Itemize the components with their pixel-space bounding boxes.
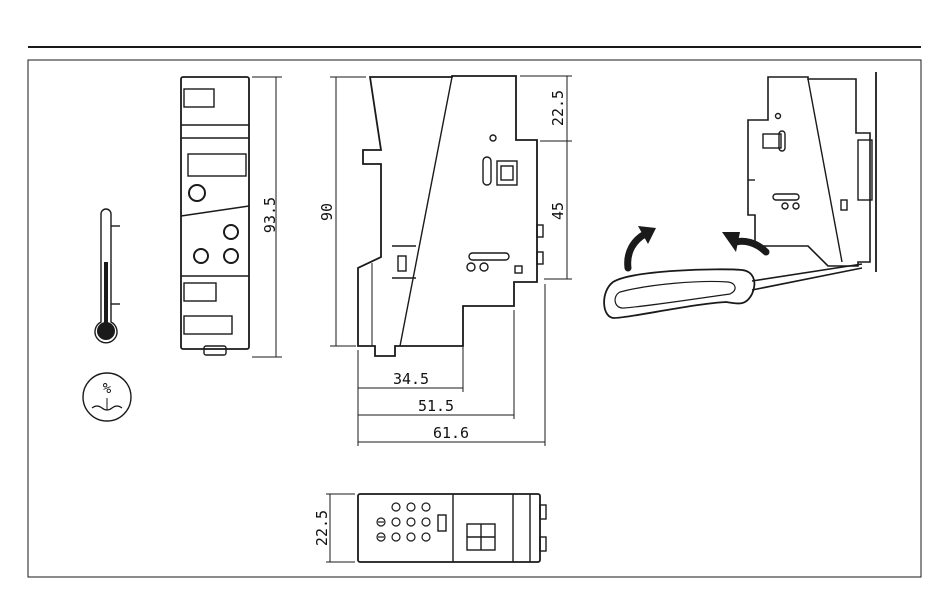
side-label-window [501,166,513,180]
front-view: 93.5 [181,77,282,357]
device-hole [793,203,799,209]
side-view: 90 22.5 45 34.5 51.5 61.6 [318,76,572,446]
device-clip [841,200,847,210]
curved-arrow-icon [722,232,766,252]
front-display [188,154,246,176]
dimension-bottom-width: 22.5 [313,510,331,546]
side-hole [515,266,522,273]
front-terminal [224,225,238,239]
side-hole [467,263,475,271]
front-housing [181,77,249,349]
dimension-front-height: 93.5 [261,197,279,233]
front-cover-line [181,206,249,216]
dimension-depth-2: 51.5 [418,397,454,415]
front-din-clip [204,346,226,355]
front-terminal [224,249,238,263]
humidity-icon: % [83,373,131,421]
device-tilted [748,77,870,266]
side-clip [398,256,406,271]
side-hole [480,263,488,271]
side-slot [483,157,491,185]
front-label-window [184,283,216,301]
device-screw [776,114,781,119]
side-cover-edge [400,77,452,346]
bottom-view: 22.5 [313,494,546,562]
side-housing [358,76,537,356]
dimension-mid-height: 45 [549,202,567,220]
drawing-frame [28,60,921,577]
front-knob [189,185,205,201]
dimension-top-offset: 22.5 [549,90,567,126]
front-terminal [194,249,208,263]
side-label-window [497,161,517,185]
dimension-depth-3: 61.6 [433,424,469,442]
bottom-slot [438,515,446,531]
thermometer-icon [95,209,120,343]
dimension-depth-1: 34.5 [393,370,429,388]
device-slot [773,194,799,200]
dimension-side-height: 90 [318,203,336,221]
bottom-vent-holes [377,503,430,541]
device-cover-edge [808,79,842,262]
front-label-window [184,89,214,107]
curved-arrow-icon [628,226,656,268]
screwdriver-icon [604,264,862,318]
removal-illustration [604,72,876,318]
device-hole [782,203,788,209]
side-screw [490,135,496,141]
front-label-window [184,316,232,334]
humidity-symbol: % [103,381,112,397]
side-slot [469,253,509,260]
